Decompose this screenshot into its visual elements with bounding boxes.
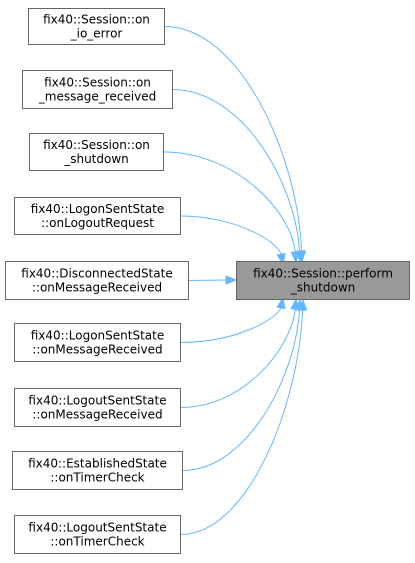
node-label-line: ::onMessageReceived [32,343,162,357]
caller-node[interactable]: fix40::EstablishedState::onTimerCheck [12,451,183,490]
nodes-layer: fix40::Session::on_io_errorfix40::Sessio… [5,8,410,554]
edge-line [172,89,301,253]
caller-node[interactable]: fix40::DisconnectedState::onMessageRecei… [5,261,189,300]
call-edge [180,297,300,408]
node-label-line: _shutdown [290,281,356,295]
node-label-line: _io_error [70,27,123,41]
arrow-head-icon [297,298,308,311]
node-label-line: _shutdown [63,152,129,166]
call-edge [163,151,300,264]
call-edge [180,215,286,266]
caller-node[interactable]: fix40::LogonSentState::onLogoutRequest [14,197,181,235]
arrow-head-icon [290,251,300,264]
node-label-line: ::onLogoutRequest [41,216,154,230]
node-label-line: ::onMessageReceived [32,281,162,295]
caller-node[interactable]: fix40::LogoutSentState::onTimerCheck [14,515,181,554]
arrow-head-icon [225,275,238,285]
node-label-line: ::onMessageReceived [32,408,162,422]
call-edge [172,89,305,263]
caller-node[interactable]: fix40::LogonSentState::onMessageReceived [14,323,181,362]
node-label-line: fix40::EstablishedState [28,457,167,471]
edge-line [180,307,296,408]
node-label-line: fix40::LogoutSentState [28,521,166,535]
node-box [14,197,181,235]
caller-node[interactable]: fix40::Session::on_io_error [28,8,165,45]
edge-line [182,308,301,471]
node-box [5,261,189,300]
node-label-line: fix40::LogoutSentState [28,394,166,408]
call-edge [180,298,308,535]
node-label-line: ::onTimerCheck [50,535,144,549]
node-label-line: fix40::Session::on [44,76,151,90]
arrow-head-icon [276,296,286,310]
caller-node[interactable]: fix40::LogoutSentState::onMessageReceive… [14,388,181,427]
node-box [22,70,173,109]
node-label-line: ::onTimerCheck [50,471,144,485]
caller-node[interactable]: fix40::Session::on_message_received [22,70,173,109]
node-label-line: _message_received [38,90,156,104]
edge-line [164,26,303,253]
focus-node[interactable]: fix40::Session::perform_shutdown [236,261,410,300]
node-box [28,8,165,45]
call-edge [180,296,286,343]
edge-line [163,151,296,254]
node-label-line: fix40::LogonSentState [31,202,164,216]
node-box [236,261,410,300]
node-box [12,451,183,490]
call-edge [188,275,238,285]
node-box [14,388,181,427]
caller-node[interactable]: fix40::Session::on_shutdown [29,133,164,171]
edge-line [180,215,282,256]
node-box [29,133,164,171]
node-box [14,515,181,554]
call-edge [164,26,307,263]
edge-line [180,306,282,343]
node-label-line: fix40::DisconnectedState [21,267,172,281]
node-label-line: fix40::Session::on [43,138,150,152]
edge-line [188,279,228,281]
node-box [14,323,181,362]
edge-line [180,308,304,535]
node-label-line: fix40::Session::perform [253,267,393,281]
node-label-line: fix40::Session::on [43,13,150,27]
node-label-line: fix40::LogonSentState [31,329,164,343]
call-edge [182,298,305,471]
